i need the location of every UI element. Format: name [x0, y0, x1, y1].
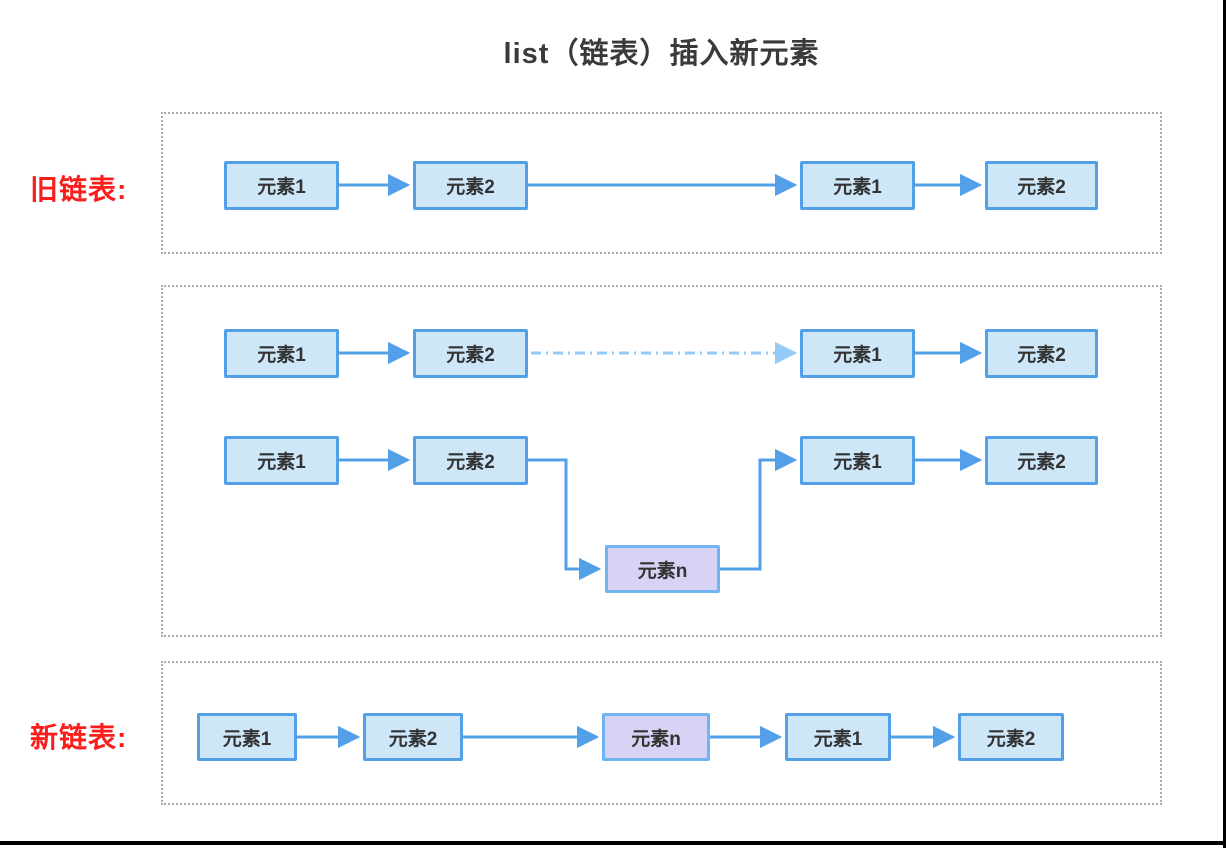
old-list-container	[161, 112, 1162, 254]
list-node: 元素2	[413, 161, 528, 210]
list-node: 元素2	[985, 436, 1098, 485]
window-edge-bottom	[0, 841, 1226, 845]
list-node: 元素1	[224, 329, 339, 378]
list-node: 元素2	[363, 713, 463, 761]
list-node: 元素2	[413, 436, 528, 485]
insert-step-container	[161, 285, 1162, 637]
new-list-label: 新链表:	[30, 722, 128, 753]
list-node: 元素2	[958, 713, 1064, 761]
list-node: 元素1	[224, 436, 339, 485]
list-node: 元素1	[800, 329, 915, 378]
list-node: 元素1	[224, 161, 339, 210]
list-node: 元素1	[800, 161, 915, 210]
list-node: 元素2	[985, 329, 1098, 378]
new-node: 元素n	[602, 713, 710, 761]
new-list-container	[161, 661, 1162, 805]
list-node: 元素1	[800, 436, 915, 485]
list-node: 元素1	[785, 713, 891, 761]
list-node: 元素2	[413, 329, 528, 378]
window-edge-right	[1223, 0, 1226, 848]
new-node: 元素n	[605, 545, 720, 593]
old-list-label: 旧链表:	[30, 174, 128, 205]
list-node: 元素2	[985, 161, 1098, 210]
list-node: 元素1	[197, 713, 297, 761]
page-title: list（链表）插入新元素	[503, 38, 820, 70]
